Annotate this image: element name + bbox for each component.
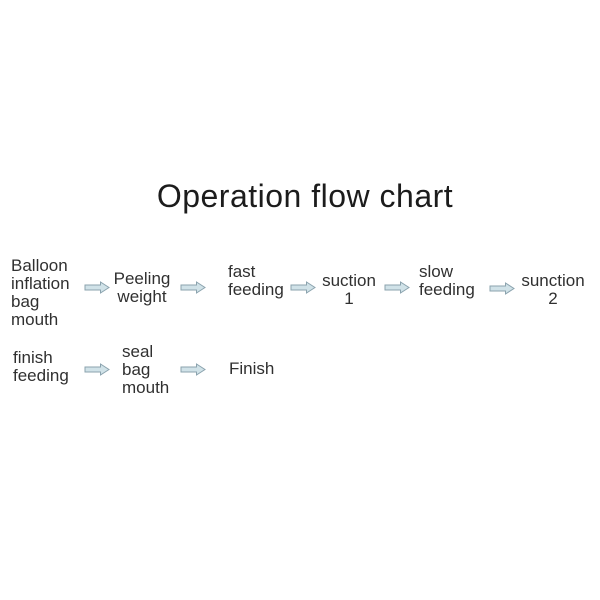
- arrow-right-icon: [290, 281, 316, 294]
- arrow-right-icon: [84, 363, 110, 376]
- arrow-right-icon: [84, 281, 110, 294]
- arrow-right-icon: [489, 282, 515, 295]
- flow-step-finish-feeding: finish feeding: [13, 348, 69, 385]
- flow-step-peeling-weight: Peeling weight: [113, 269, 171, 306]
- arrow-right-icon: [180, 363, 206, 376]
- flow-step-seal-bag-mouth: seal bag mouth: [122, 342, 170, 397]
- flow-step-sunction-2: sunction 2: [521, 271, 585, 308]
- arrow-right-icon: [180, 281, 206, 294]
- flow-step-balloon-inflation-bag-mouth: Balloon inflation bag mouth: [11, 256, 70, 329]
- flow-step-finish: Finish: [229, 359, 275, 378]
- flow-step-suction-1: suction 1: [322, 271, 376, 308]
- page-title: Operation flow chart: [156, 178, 454, 214]
- flow-step-fast-feeding: fast feeding: [228, 262, 284, 299]
- flow-step-slow-feeding: slow feeding: [419, 262, 475, 299]
- arrow-right-icon: [384, 281, 410, 294]
